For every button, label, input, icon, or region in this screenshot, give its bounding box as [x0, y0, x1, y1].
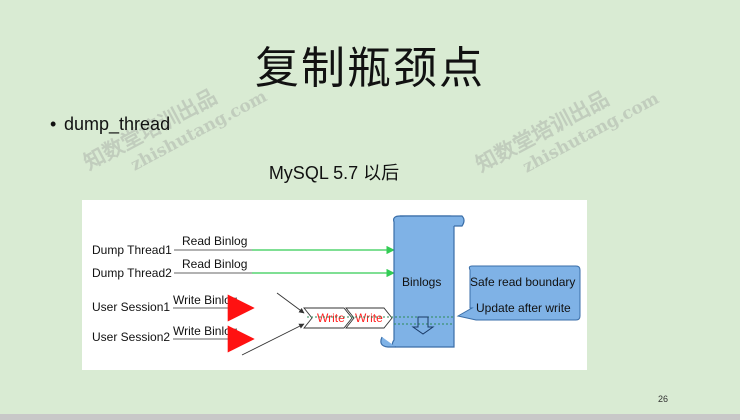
source-label: Dump Thread1	[92, 243, 172, 257]
edge-label: Write Binlog	[173, 293, 237, 307]
replication-diagram: Dump Thread1 Dump Thread2 User Session1 …	[82, 200, 587, 370]
bullet-item: • dump_thread	[50, 114, 170, 135]
bullet-text: dump_thread	[64, 114, 171, 134]
bottom-bar	[0, 414, 740, 420]
binlogs-label: Binlogs	[402, 275, 441, 289]
down-arrow-icon	[411, 316, 435, 335]
edge-label: Read Binlog	[182, 234, 247, 248]
edge-label: Read Binlog	[182, 257, 247, 271]
write-stage-label: Write	[355, 311, 383, 325]
scroll-bottom-curl	[380, 336, 396, 348]
diagram-svg: Dump Thread1 Dump Thread2 User Session1 …	[92, 215, 581, 356]
edge-label: Write Binlog	[173, 324, 237, 338]
callout-line: Safe read boundary	[470, 275, 575, 289]
write-stage-shape	[345, 307, 393, 329]
diagram-subtitle: MySQL 5.7 以后	[268, 163, 400, 183]
callout-bubble	[456, 265, 581, 321]
bullet-dot: •	[50, 114, 57, 134]
source-label: User Session1	[92, 300, 170, 314]
merge-line	[241, 323, 305, 356]
source-label: User Session2	[92, 330, 170, 344]
page-number: 26	[657, 394, 668, 404]
write-stage-shape	[303, 307, 353, 329]
source-label: Dump Thread2	[92, 266, 172, 280]
callout-line: Update after write	[476, 301, 571, 315]
merge-line	[276, 292, 305, 314]
scroll-top-curl	[400, 215, 465, 227]
write-stage-label: Write	[317, 311, 345, 325]
slide-title: 复制瓶颈点	[255, 43, 485, 94]
